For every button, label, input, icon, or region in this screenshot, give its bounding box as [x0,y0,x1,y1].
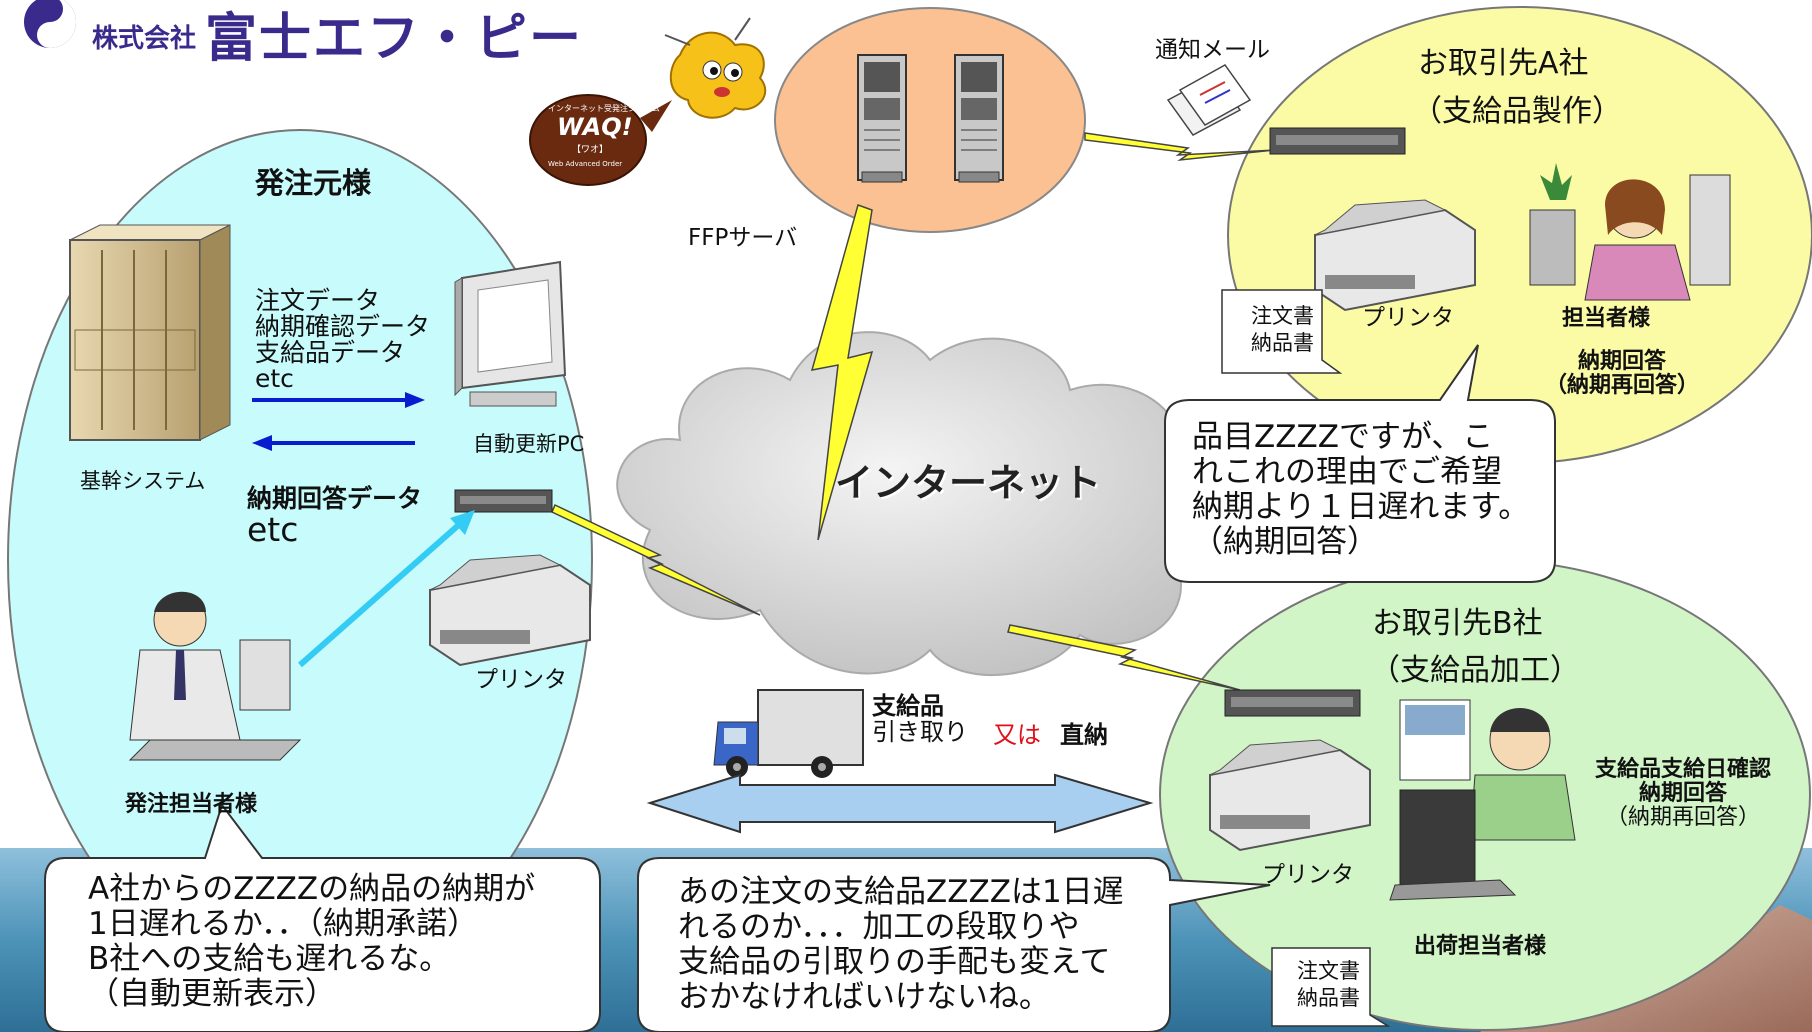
supplier-b-bubble-text: あの注文の支給品ZZZZは1日遅 れるのか．．．加工の段取りや 支給品の引取りの… [678,874,1124,1015]
supplier-a-docs-note [1221,289,1343,374]
waq-logo-main: WAQ! [557,113,633,141]
supplier-b-actions: 支給品支給日確認 納期回答 （納期再回答） [1595,758,1771,830]
doc-item: 注文書 [1251,304,1314,328]
supplier-b-person [1389,699,1576,901]
supplier-b-title: お取引先B社 [1372,606,1543,641]
supplier-a-person [1529,163,1731,301]
lightning-orderer-internet [551,503,761,616]
orderer-person [128,591,302,761]
truck-direct: 直納 [1060,721,1108,749]
company-name: 富士エフ・ピー [205,9,584,69]
doc-item: 納品書 [1251,331,1314,355]
orderer-title: 発注元様 [255,166,372,200]
arrow-person-switch [298,510,475,668]
switch-orderer [454,489,553,513]
supplier-b-docs-note [1271,947,1391,1027]
data-in-item: etc [247,510,299,549]
action-item: （納期再回答） [1606,805,1761,830]
printer-supplier-b [1209,739,1371,852]
auto-update-pc [454,260,567,407]
server-label: FFPサーバ [688,225,798,251]
data-out-list: 注文データ 納期確認データ 支給品データ etc [255,288,430,392]
action-item: 納期回答 [1639,781,1728,806]
lightning-internet-supplier-b [1007,624,1241,691]
core-system-label: 基幹システム [80,469,206,493]
supplier-b-docs: 注文書 納品書 [1297,958,1360,1012]
internet-label: インターネット [835,461,1102,505]
action-item: （納期再回答） [1545,373,1700,398]
data-out-item: 納期確認データ [255,312,431,341]
waq-logo-badge [529,94,672,186]
supplier-a-bubble-text: 品目ZZZZですが、こ れこれの理由でご希望 納期より１日遅れます。 （納期回答… [1192,419,1530,560]
double-arrow-supply [646,773,1154,834]
waq-logo-tagline: Web Advanced Order [548,160,623,168]
lightning-server-supplier-a [1084,132,1276,162]
arrow-data-in [252,435,415,451]
internet-cloud [616,331,1226,677]
supplier-b-subtitle: （支給品加工） [1370,653,1580,688]
delivery-truck [713,689,864,778]
supplier-b-printer-label: プリンタ [1262,862,1354,888]
action-item: 支給品支給日確認 [1595,757,1772,782]
orderer-bubble-text: A社からのZZZZの納品の納期が 1日遅れるか．．（納期承諾） B社への支給も遅… [88,871,536,1012]
bubble-supplier-a [1164,344,1556,583]
company-prefix: 株式会社 [92,24,197,54]
supplier-a-subtitle: （支給品製作） [1412,94,1622,129]
switch-supplier-a [1269,127,1406,155]
data-out-item: 注文データ [255,286,381,315]
supplier-a-actions: 納期回答 （納期再回答） [1545,350,1699,398]
data-in-list: 納期回答データ etc [247,485,422,547]
truck-or: 又は [993,721,1041,749]
arrow-data-out [252,392,425,408]
server-tower-2 [954,54,1004,183]
company-logo-mark [24,0,76,48]
printer-orderer [429,554,591,667]
waq-mascot [664,17,767,119]
orderer-person-label: 発注担当者様 [125,792,258,817]
data-out-item: etc [255,364,294,393]
doc-item: 納品書 [1297,986,1360,1010]
waq-logo-small: インターネット受発注システム [548,104,660,113]
core-system-server [69,224,231,441]
truck-line1: 支給品 [872,692,944,720]
pc-label: 自動更新PC [473,432,585,456]
doc-item: 注文書 [1297,959,1360,983]
action-item: 納期回答 [1578,349,1667,374]
supplier-a-docs: 注文書 納品書 [1251,303,1314,357]
supplier-b-person-label: 出荷担当者様 [1414,934,1547,959]
printer-supplier-a [1314,199,1476,312]
lightning-server-internet [810,204,874,541]
orderer-printer-label: プリンタ [475,667,567,693]
switch-supplier-b [1224,689,1361,717]
mail-envelope [1166,64,1252,136]
truck-line2: 引き取り [872,718,968,746]
supplier-a-title: お取引先A社 [1418,46,1589,81]
notify-mail-label: 通知メール [1155,37,1270,63]
waq-logo-kana: 【ワオ】 [572,145,609,155]
truck-labels: 支給品 引き取り [872,693,968,745]
data-in-item: 納期回答データ [247,484,423,513]
supplier-a-printer-label: プリンタ [1362,305,1454,331]
server-area [774,7,1086,233]
server-tower-1 [857,54,907,183]
data-out-item: 支給品データ [255,338,406,367]
supplier-a-person-label: 担当者様 [1562,306,1651,331]
